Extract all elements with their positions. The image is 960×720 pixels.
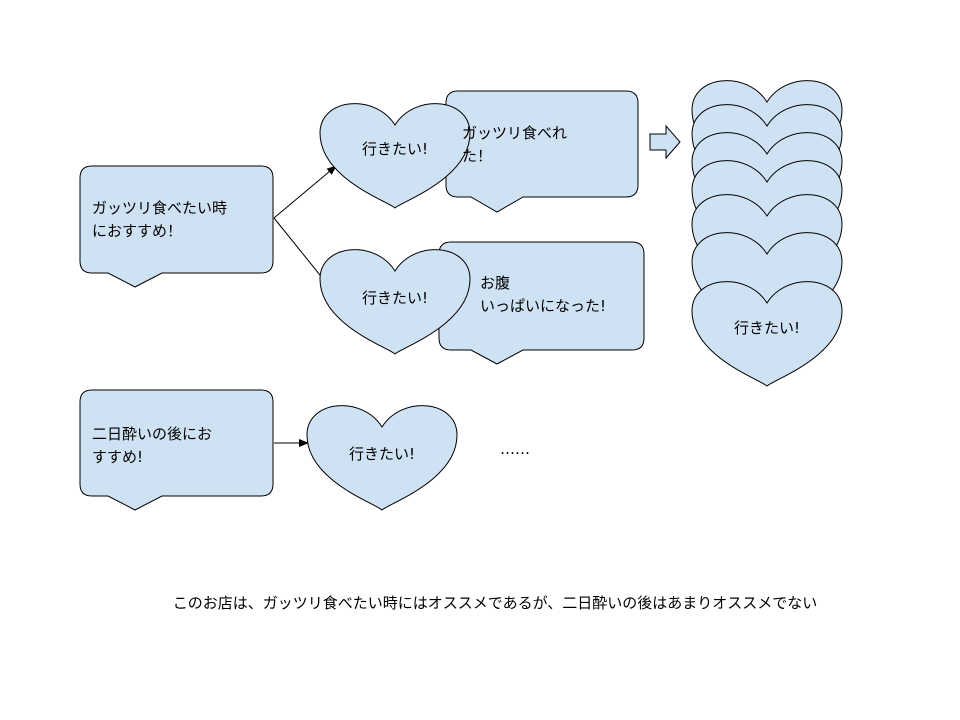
heart-label-stacked: 行きたい! xyxy=(733,319,800,337)
speech-bubble-ate-hearty xyxy=(445,90,639,213)
arrow-to-heart-top xyxy=(273,165,337,219)
heart-label-middle: 行きたい! xyxy=(361,289,428,307)
bubble-text-ate-hearty: ガッツリ食べれ た！ xyxy=(462,124,568,165)
speech-bubble-hangover xyxy=(79,389,274,511)
diagram-caption: このお店は、ガッツリ食べたい時にはオススメであるが、二日酔いの後はあまりオススメ… xyxy=(172,594,818,612)
bubble-text-hangover: 二日酔いの後にお すすめ! xyxy=(92,425,213,466)
bubble-text-hungry: ガッツリ食べたい時 におすすめ！ xyxy=(92,199,228,240)
heart-label-bottom: 行きたい! xyxy=(348,445,415,463)
stacked-hearts xyxy=(691,80,843,387)
block-arrow-right xyxy=(649,124,681,160)
bubble-text-full-stomach: お腹 いっぱいになった! xyxy=(480,274,607,315)
continuation-ellipsis: …… xyxy=(500,440,530,458)
heart-label-top: 行きたい! xyxy=(361,140,428,158)
arrow-to-heart-middle xyxy=(273,217,329,286)
speech-bubble-hungry xyxy=(79,165,274,288)
